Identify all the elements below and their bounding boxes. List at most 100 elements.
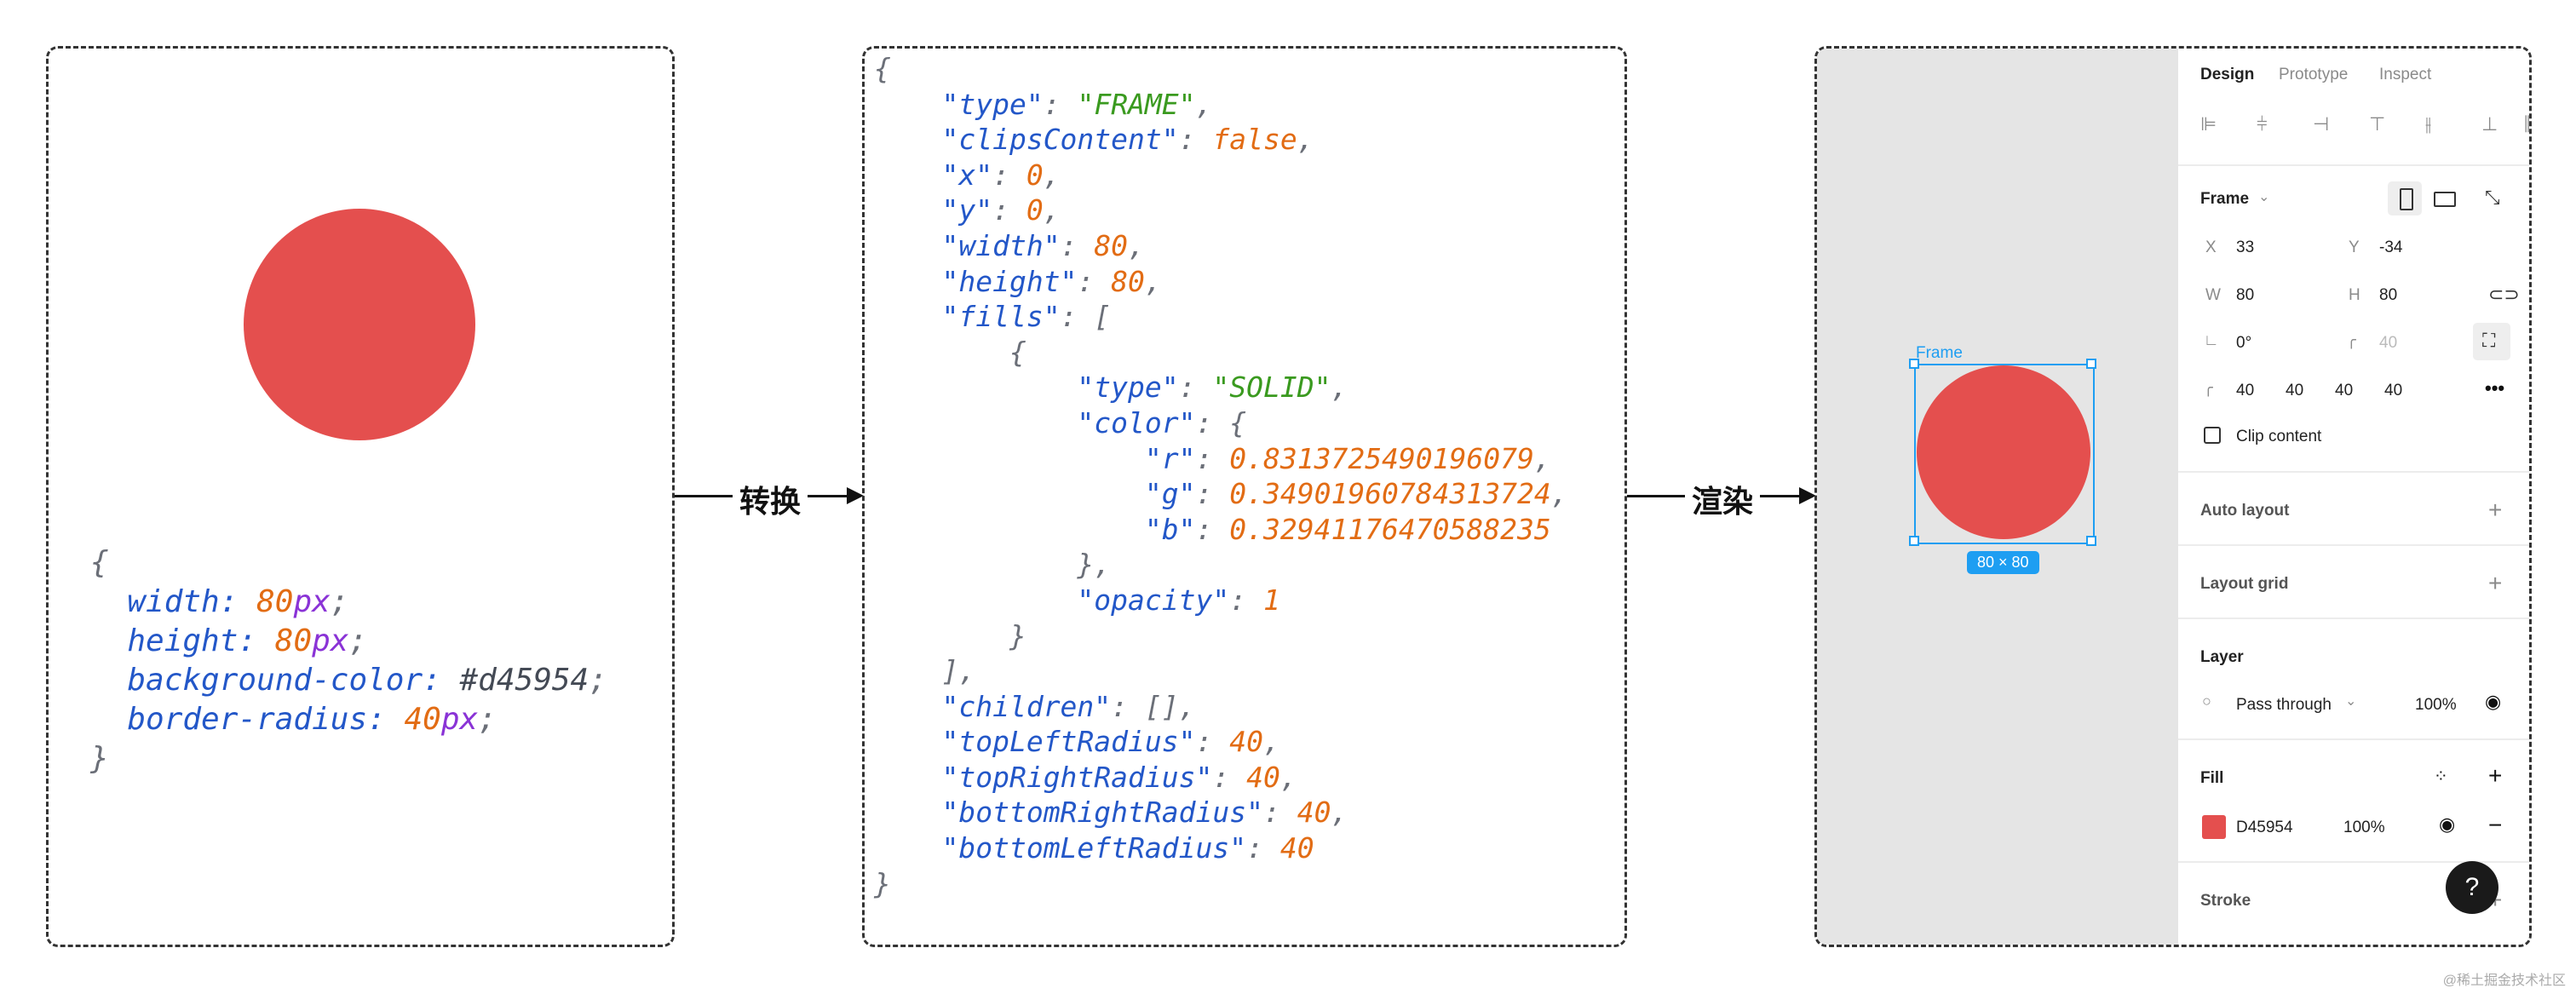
y-label: Y — [2349, 238, 2360, 256]
resize-handle-tl[interactable] — [1909, 359, 1919, 369]
resize-handle-bl[interactable] — [1909, 536, 1919, 546]
tab-inspect[interactable]: Inspect — [2379, 66, 2432, 83]
add-layout-grid-icon[interactable]: + — [2488, 570, 2503, 596]
resize-to-fit-icon[interactable]: ⤡ — [2485, 187, 2500, 208]
css-code-block: { width: 80px; height: 80px; background-… — [90, 545, 607, 776]
layout-grid-label: Layout grid — [2200, 575, 2289, 593]
css-open-brace: { — [90, 545, 109, 580]
tab-prototype[interactable]: Prototype — [2279, 66, 2349, 83]
canvas-circle[interactable] — [1917, 365, 2090, 539]
resize-handle-tr[interactable] — [2086, 359, 2096, 369]
chevron-down-icon[interactable]: ⌄ — [2345, 694, 2357, 709]
css-prop-width: width — [127, 584, 220, 619]
constrain-proportions-icon[interactable]: ⊂⊃ — [2488, 284, 2520, 305]
align-bottom-icon[interactable]: ⊥ — [2481, 113, 2498, 135]
corner-br-input[interactable]: 40 — [2335, 382, 2354, 399]
frame-dropdown[interactable]: Frame — [2200, 190, 2250, 208]
json-val-opacity: 1 — [1262, 583, 1280, 617]
y-input[interactable]: -34 — [2379, 238, 2403, 256]
json-key-r: "r" — [1144, 441, 1196, 475]
json-key-fill-type: "type" — [1077, 371, 1179, 405]
auto-layout-label: Auto layout — [2200, 502, 2290, 520]
figma-canvas[interactable]: Frame 80 × 80 — [1817, 49, 2178, 945]
css-circle-preview — [244, 209, 475, 440]
add-auto-layout-icon[interactable]: + — [2488, 497, 2503, 523]
json-val-br: 40 — [1297, 796, 1331, 830]
corner-bl-input[interactable]: 40 — [2384, 382, 2403, 399]
json-key-opacity: "opacity" — [1077, 583, 1230, 617]
json-val-y: 0 — [1026, 193, 1044, 227]
blend-mode-select[interactable]: Pass through — [2236, 696, 2332, 714]
json-val-bl: 40 — [1279, 831, 1314, 865]
json-key-clips: "clipsContent" — [941, 123, 1179, 157]
divider — [2178, 738, 2529, 740]
json-val-b: 0.32941176470588235 — [1229, 512, 1551, 546]
json-val-height: 80 — [1111, 264, 1145, 298]
align-right-icon[interactable]: ⊣ — [2313, 113, 2330, 135]
canvas-frame-name[interactable]: Frame — [1916, 344, 1963, 362]
align-left-icon[interactable]: ⊫ — [2200, 113, 2217, 135]
json-val-width: 80 — [1094, 228, 1129, 262]
chevron-down-icon[interactable]: ⌄ — [2258, 190, 2270, 204]
align-middle-v-icon[interactable]: ⫲ — [2425, 113, 2432, 135]
corner-radius-icon: ╭ — [2347, 331, 2356, 348]
fill-swatch[interactable] — [2202, 815, 2226, 839]
fill-hex-input[interactable]: D45954 — [2236, 819, 2293, 836]
selection-frame[interactable] — [1914, 364, 2095, 544]
divider — [2178, 861, 2529, 863]
rotation-input[interactable]: 0° — [2236, 334, 2252, 352]
json-key-tl: "topLeftRadius" — [941, 725, 1196, 759]
json-val-fill-type: "SOLID" — [1212, 371, 1331, 405]
landscape-icon[interactable] — [2434, 192, 2456, 207]
css-panel — [46, 46, 675, 947]
render-label: 渲染 — [1685, 477, 1761, 521]
json-panel — [862, 46, 1627, 947]
convert-label: 转换 — [733, 477, 808, 521]
tab-design[interactable]: Design — [2200, 66, 2255, 83]
radius-input[interactable]: 40 — [2379, 334, 2398, 352]
json-key-fills: "fills" — [941, 300, 1061, 334]
eye-icon[interactable]: ◉ — [2485, 691, 2502, 712]
css-val-height: 80 — [274, 623, 313, 658]
json-key-color: "color" — [1077, 405, 1196, 440]
w-input[interactable]: 80 — [2236, 286, 2255, 304]
align-center-h-icon[interactable]: ⫩ — [2257, 113, 2268, 135]
fill-eye-icon[interactable]: ◉ — [2439, 813, 2456, 835]
corner-tl-input[interactable]: 40 — [2236, 382, 2255, 399]
independent-corners-toggle[interactable] — [2473, 323, 2510, 360]
json-key-b: "b" — [1144, 512, 1196, 546]
css-prop-height: height — [127, 623, 239, 658]
corner-icon: ╭ — [2204, 379, 2213, 396]
json-key-width: "width" — [941, 228, 1061, 262]
css-prop-bg: background-color — [127, 663, 423, 698]
x-input[interactable]: 33 — [2236, 238, 2255, 256]
corner-tr-input[interactable]: 40 — [2286, 382, 2304, 399]
portrait-icon — [2400, 188, 2413, 210]
json-val-clips: false — [1212, 123, 1297, 157]
json-key-g: "g" — [1144, 477, 1196, 511]
help-button[interactable]: ? — [2446, 861, 2498, 914]
styles-grid-icon[interactable]: ⁘ — [2434, 767, 2448, 786]
divider — [2178, 544, 2529, 546]
divider — [2178, 164, 2529, 166]
resize-handle-br[interactable] — [2086, 536, 2096, 546]
css-unit-width: px — [293, 584, 331, 619]
json-val-x: 0 — [1026, 158, 1044, 192]
json-key-type: "type" — [941, 87, 1044, 121]
css-val-bg: #d45954 — [459, 663, 589, 698]
independent-corners-icon: ⛶ — [2482, 330, 2496, 351]
clip-content-checkbox[interactable] — [2204, 427, 2221, 444]
layer-opacity-input[interactable]: 100% — [2415, 696, 2457, 714]
clip-content-label: Clip content — [2236, 428, 2322, 445]
stroke-label: Stroke — [2200, 892, 2251, 910]
css-prop-radius: border-radius — [127, 702, 368, 737]
json-val-type: "FRAME" — [1077, 87, 1196, 121]
distribute-icon[interactable]: ⫼ — [2524, 113, 2529, 135]
more-options-icon[interactable]: ••• — [2485, 377, 2505, 399]
add-fill-icon[interactable]: + — [2488, 762, 2503, 789]
remove-fill-icon[interactable]: − — [2488, 812, 2503, 838]
fill-opacity-input[interactable]: 100% — [2343, 819, 2385, 836]
align-top-icon[interactable]: ⊤ — [2369, 113, 2386, 135]
json-key-children: "children" — [941, 689, 1112, 723]
h-input[interactable]: 80 — [2379, 286, 2398, 304]
